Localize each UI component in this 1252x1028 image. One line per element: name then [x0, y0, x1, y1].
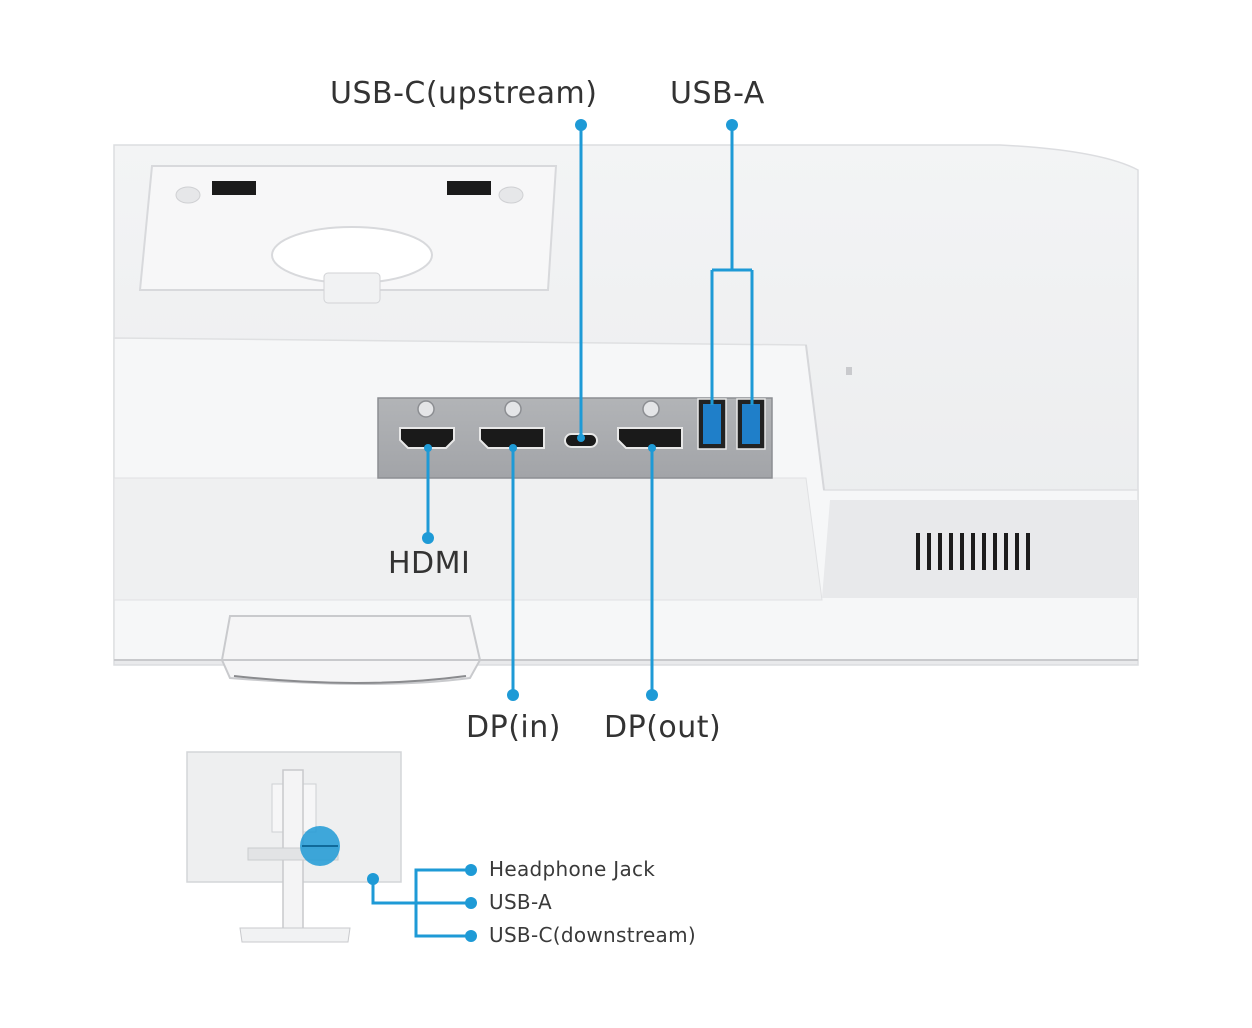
callout-dot [509, 444, 517, 452]
callout-dot [465, 864, 477, 876]
label-usb-a-top: USB-A [670, 76, 765, 111]
callout-dot [648, 444, 656, 452]
callout-dot [577, 434, 585, 442]
mount-slot-right [447, 181, 491, 195]
callout-dot [465, 930, 477, 942]
mount-slot-left [212, 181, 256, 195]
callout-usb-a [710, 125, 754, 405]
inset-callout-dots [367, 864, 477, 942]
callout-dot [507, 689, 519, 701]
inset-callout-lines [371, 868, 471, 938]
screw-icon [504, 400, 522, 418]
label-usb-c-downstream: USB-C(downstream) [489, 923, 696, 947]
inset-monitor-thumbnail [186, 751, 402, 943]
callout-dot [367, 873, 379, 885]
callout-dots [422, 119, 738, 701]
label-dp-in: DP(in) [466, 710, 561, 745]
port-panel [377, 397, 773, 479]
monitor-rear-body [113, 144, 1139, 685]
hdmi-port [399, 427, 455, 449]
screw-icon [417, 400, 435, 418]
label-usb-a-inset: USB-A [489, 890, 553, 914]
vent-grille [916, 533, 1030, 570]
label-dp-out: DP(out) [604, 710, 722, 745]
callout-dot [422, 532, 434, 544]
callout-dot [424, 444, 432, 452]
label-hdmi: HDMI [388, 546, 471, 581]
callout-dot [575, 119, 587, 131]
screw-icon [642, 400, 660, 418]
callout-dot [646, 689, 658, 701]
label-usb-c-upstream: USB-C(upstream) [330, 76, 598, 111]
callout-dot [465, 897, 477, 909]
label-headphone-jack: Headphone Jack [489, 857, 656, 881]
callout-lines [426, 125, 754, 695]
stand-foot [220, 615, 482, 685]
callout-dot [726, 119, 738, 131]
